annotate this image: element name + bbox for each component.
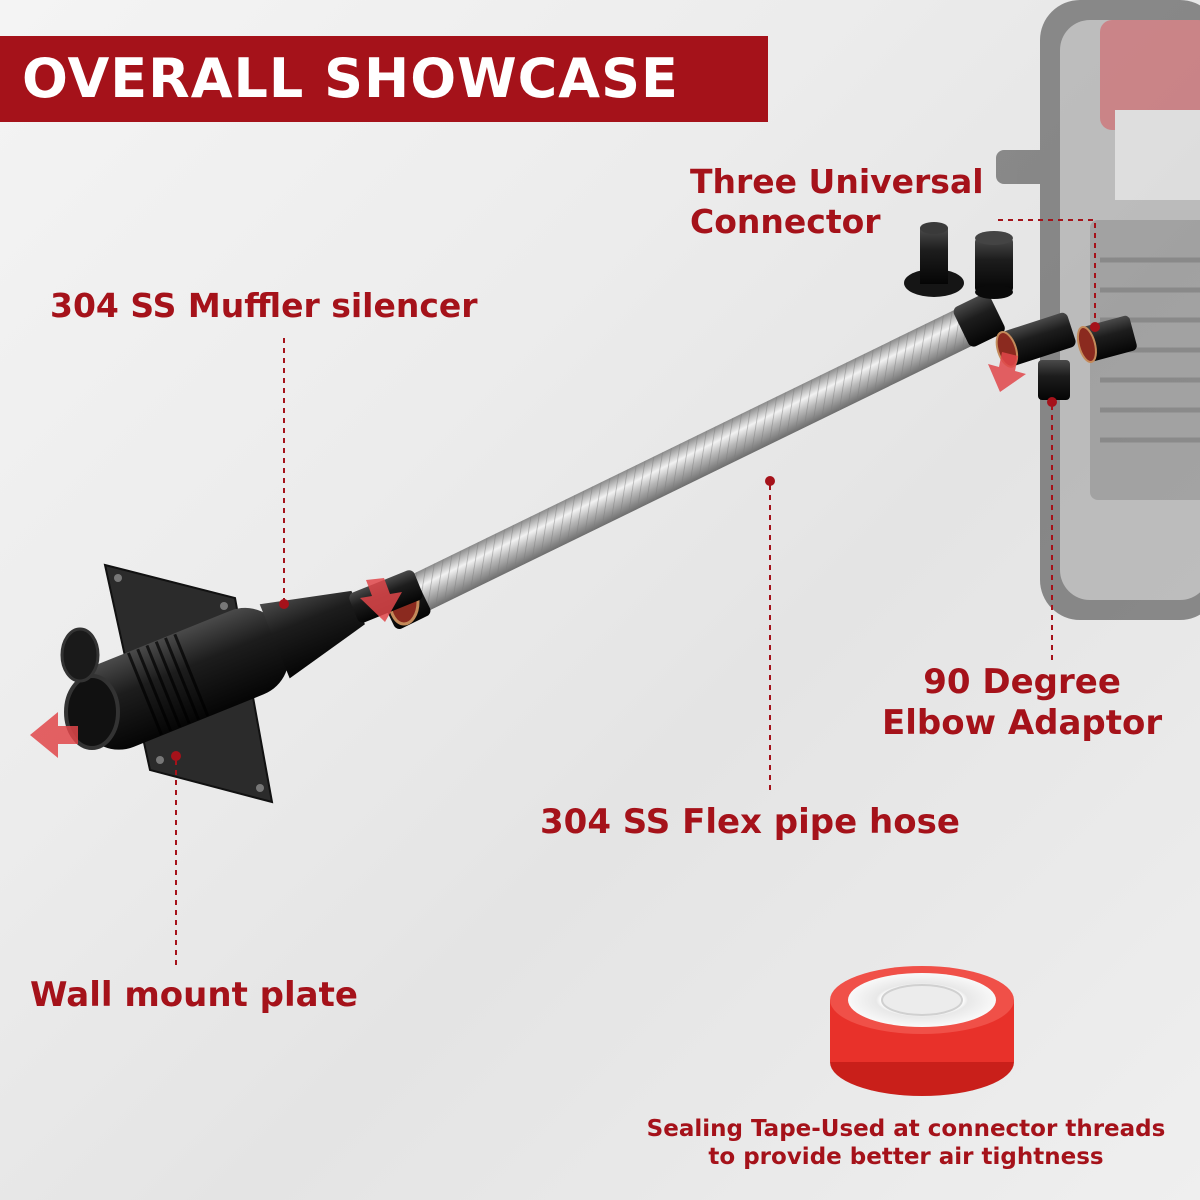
sealing-tape-image bbox=[830, 966, 1014, 1096]
flow-arrows bbox=[30, 352, 1026, 758]
label-flex-pipe: 304 SS Flex pipe hose bbox=[540, 802, 960, 842]
label-sealing-tape: Sealing Tape-Used at connector threads t… bbox=[646, 1116, 1166, 1170]
title-banner: OVERALL SHOWCASE bbox=[0, 36, 768, 122]
label-connector: Three Universal Connector bbox=[690, 162, 984, 241]
flex-pipe-image bbox=[377, 293, 1005, 629]
page-title: OVERALL SHOWCASE bbox=[22, 47, 679, 110]
label-elbow-adaptor: 90 Degree Elbow Adaptor bbox=[882, 662, 1162, 744]
callout-dots bbox=[171, 322, 1100, 761]
label-elbow-line1: 90 Degree bbox=[923, 662, 1121, 702]
generator-image bbox=[996, 0, 1200, 620]
label-elbow-line2: Elbow Adaptor bbox=[882, 702, 1163, 743]
label-wall-plate: Wall mount plate bbox=[30, 975, 358, 1015]
label-muffler: 304 SS Muffler silencer bbox=[50, 286, 478, 325]
callout-lines bbox=[175, 219, 1096, 968]
